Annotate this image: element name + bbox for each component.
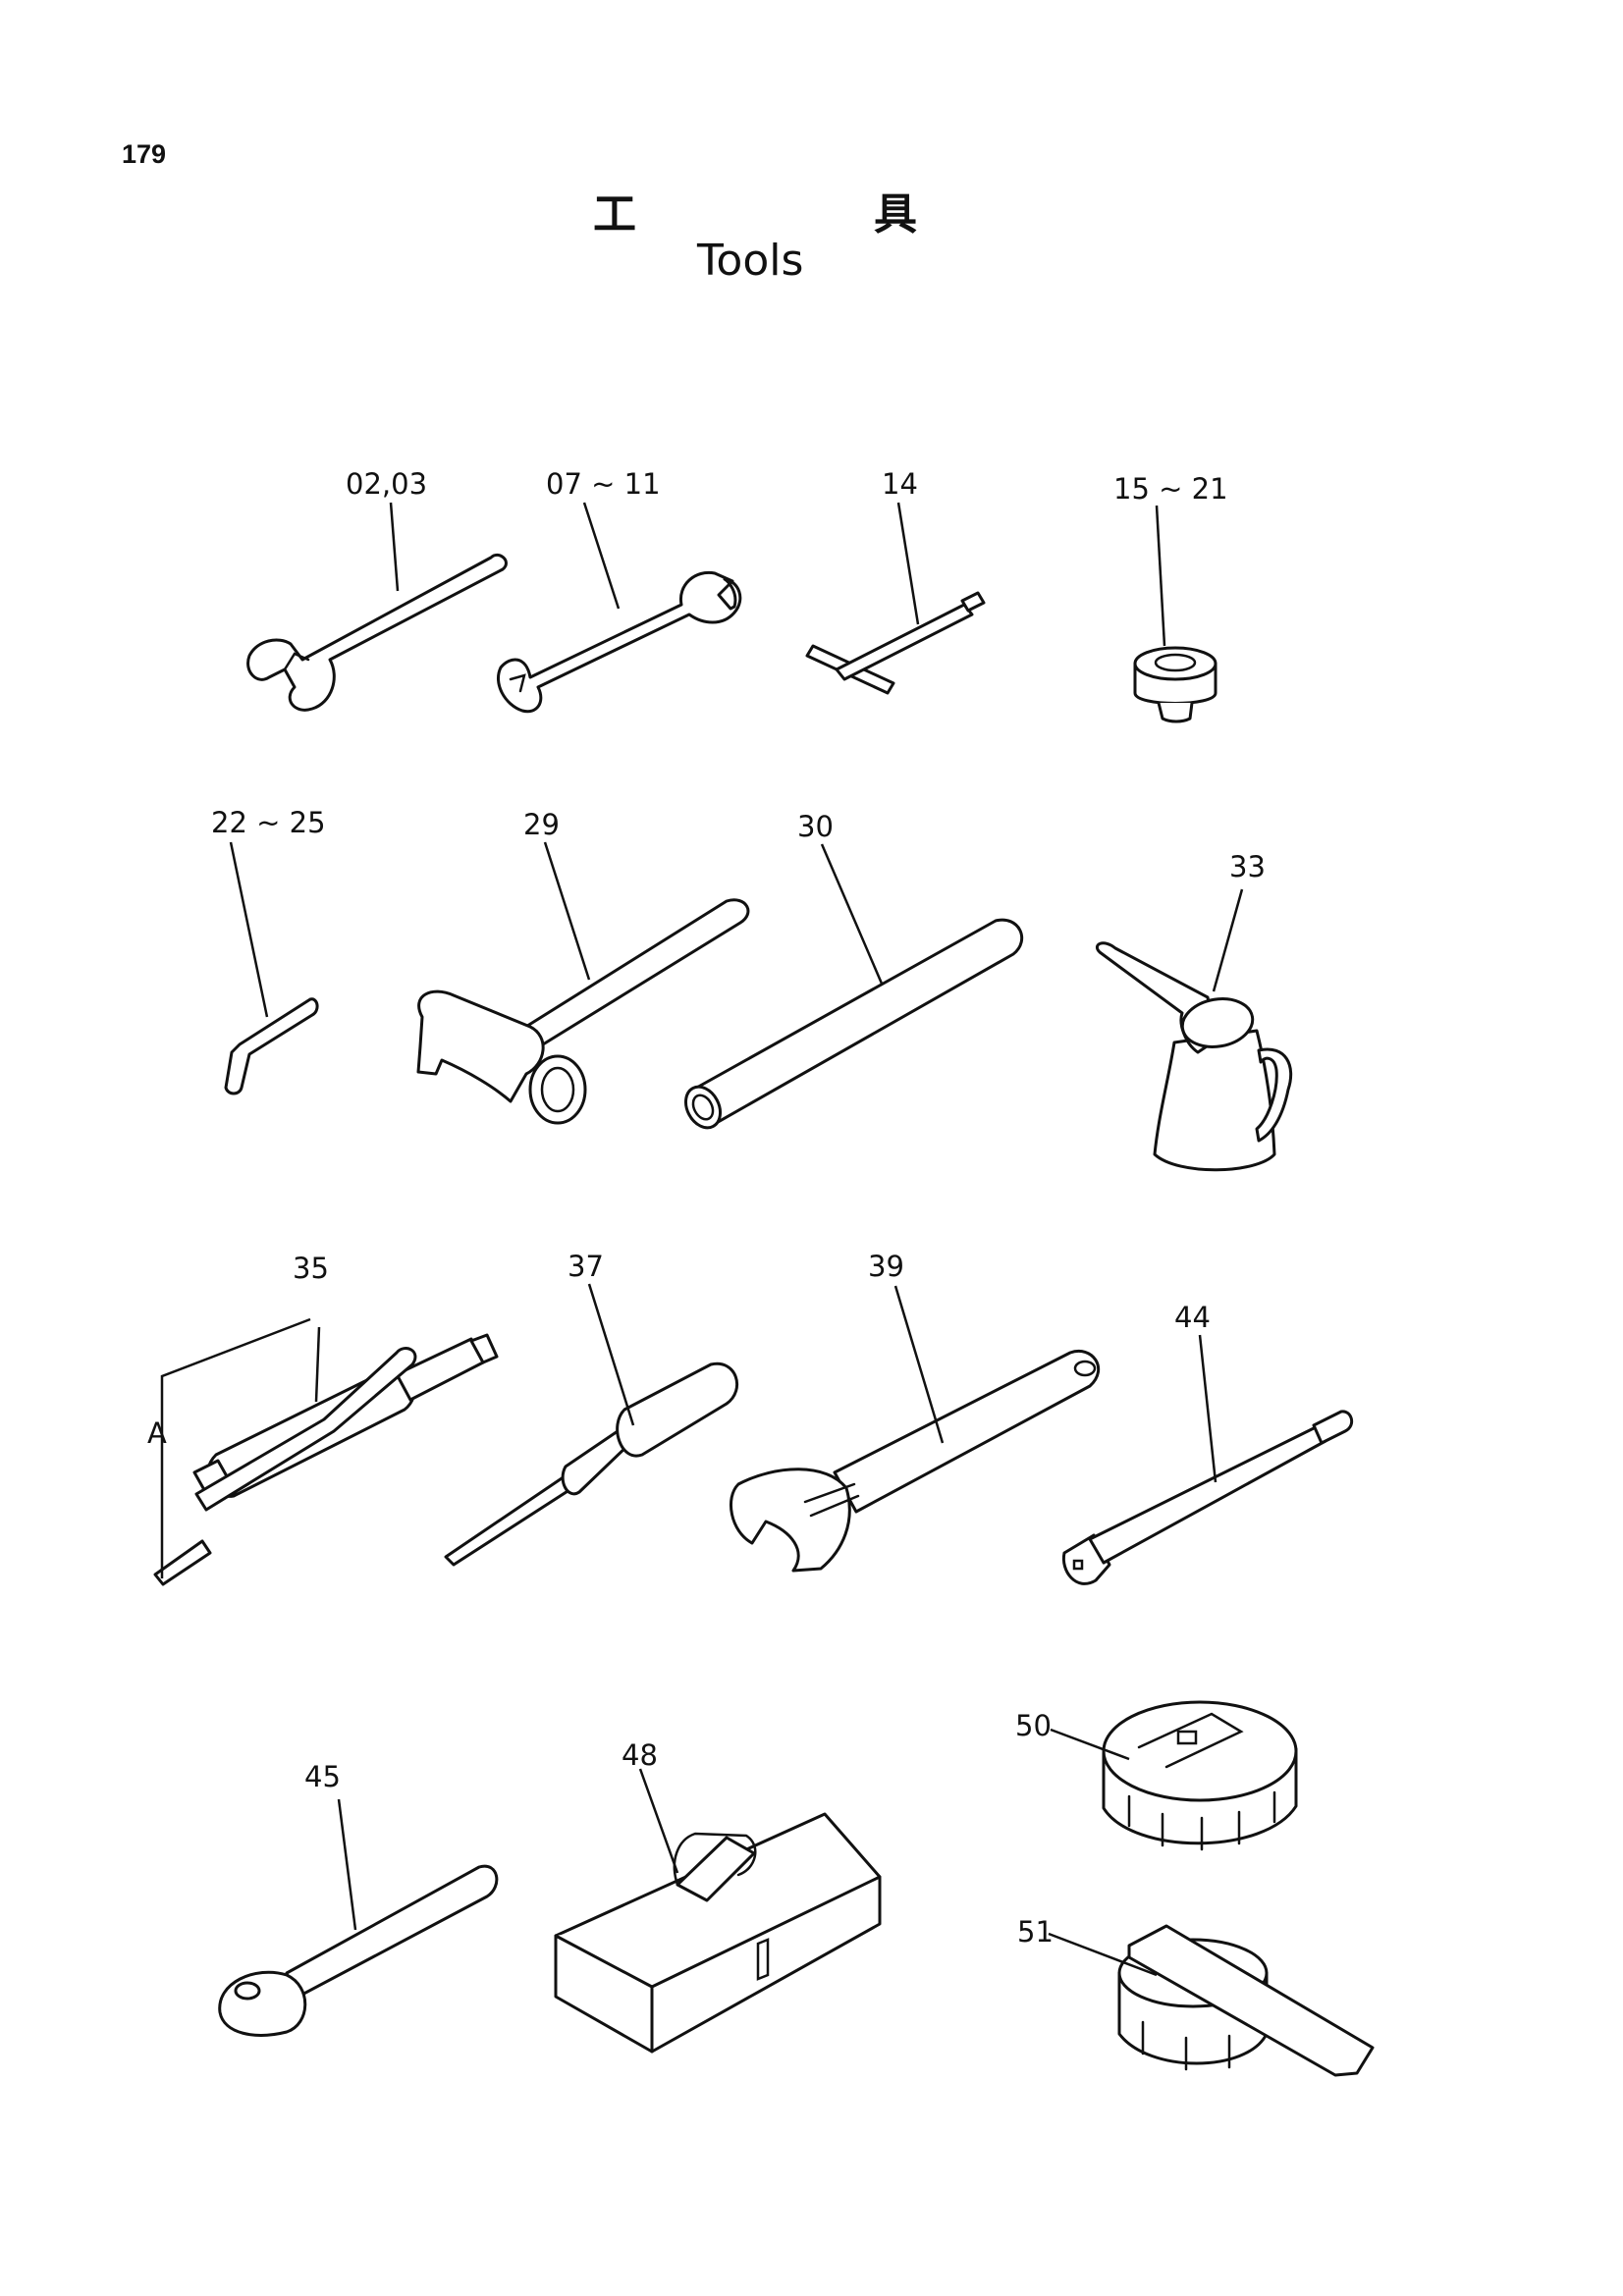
leader-line-37: [587, 1283, 635, 1426]
title-japanese-second-char: 具: [874, 189, 917, 240]
leader-line-02-03: [389, 502, 400, 592]
part-label-48: 48: [622, 1738, 658, 1772]
leader-line-50: [1050, 1728, 1130, 1761]
part-label-45: 45: [304, 1760, 341, 1793]
part-label-22-25: 22 ~ 25: [211, 806, 326, 839]
part-label-15-21: 15 ~ 21: [1113, 472, 1228, 506]
part-label-44: 44: [1174, 1301, 1211, 1334]
leader-line-15-21: [1155, 505, 1166, 647]
leader-line-14: [896, 502, 920, 625]
ratchet-handle-icon: [218, 1864, 499, 2037]
filter-cap-wrench-with-bar-icon: [1117, 1924, 1375, 2077]
hex-key-icon: [224, 997, 319, 1095]
extension-bar-icon: [1061, 1410, 1354, 1585]
part-label-51: 51: [1017, 1915, 1054, 1949]
leader-line-51: [1048, 1932, 1158, 1977]
part-label-39: 39: [868, 1250, 904, 1283]
part-label-33: 33: [1229, 850, 1266, 883]
t-handle-wrench-icon: [805, 591, 986, 695]
part-label-14: 14: [882, 467, 918, 501]
part-label-35: 35: [293, 1252, 329, 1285]
open-end-wrench-icon: [246, 553, 508, 712]
title-japanese-first-char: 工: [593, 189, 636, 240]
leader-line-35-a: [160, 1317, 311, 1578]
oil-can-icon: [1095, 941, 1293, 1172]
leader-line-35: [314, 1326, 321, 1403]
double-open-end-wrench-icon: [497, 570, 742, 714]
socket-icon: [1133, 646, 1217, 723]
leader-line-48: [638, 1768, 679, 1874]
page-title: Tools: [697, 236, 804, 286]
leader-line-44: [1198, 1334, 1217, 1483]
leader-line-39: [893, 1285, 945, 1444]
part-label-37: 37: [568, 1250, 604, 1283]
pipe-icon: [683, 918, 1024, 1130]
leader-line-07-11: [582, 502, 621, 610]
part-label-29: 29: [523, 808, 560, 841]
part-label-30: 30: [797, 810, 834, 843]
part-label-07-11: 07 ~ 11: [546, 467, 661, 501]
tool-box-icon: [554, 1812, 882, 2054]
leader-line-33: [1212, 888, 1244, 992]
adjustable-wrench-icon: [730, 1349, 1101, 1573]
leader-line-45: [337, 1798, 357, 1931]
part-sub-label-a: A: [147, 1416, 167, 1450]
grease-gun-icon: [153, 1333, 499, 1586]
page-number: 179: [122, 139, 167, 169]
leader-line-22-25: [229, 841, 269, 1018]
part-label-02-03: 02,03: [346, 467, 427, 501]
leader-line-30: [820, 843, 884, 985]
hammer-icon: [416, 898, 750, 1125]
filter-cap-wrench-icon: [1102, 1700, 1298, 1851]
leader-line-29: [543, 841, 591, 981]
part-label-50: 50: [1015, 1709, 1052, 1742]
screwdriver-icon: [444, 1362, 738, 1567]
